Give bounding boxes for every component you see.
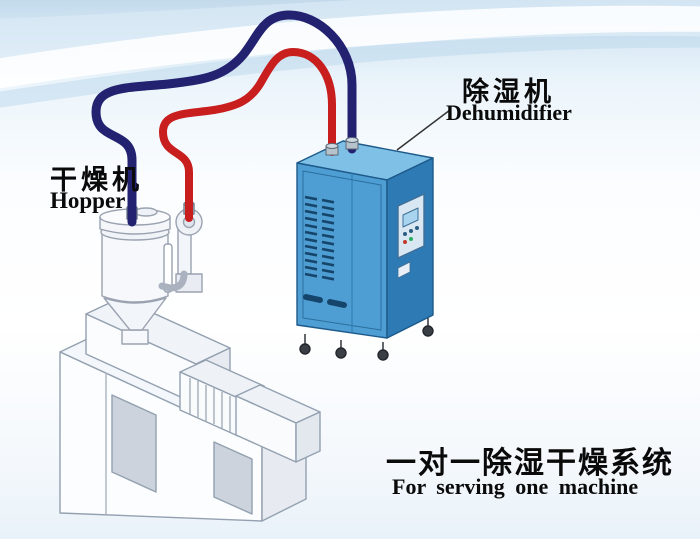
cabinet-front-face: [296, 162, 388, 339]
cabinet-pipe-ports: [325, 137, 359, 156]
die-box-side: [295, 411, 321, 463]
dehumidifier-cabinet: [296, 140, 434, 361]
panel-button-red: [403, 240, 407, 244]
caster-wheel: [422, 325, 434, 337]
cabinet-louver-vents: [304, 195, 335, 281]
barrel-rib-lines: [189, 378, 231, 432]
hopper-mount-box: [121, 329, 149, 345]
control-panel-buttons: [403, 226, 419, 244]
panel-button: [403, 232, 407, 236]
pipe-port-right-top: [345, 137, 359, 143]
panel-button: [409, 229, 413, 233]
machine-door-panel-right: [213, 441, 253, 515]
cabinet-bottom-vent-slot: [303, 294, 323, 303]
dehumidifier-label-cn: 除湿机: [462, 77, 555, 107]
panel-button: [415, 226, 419, 230]
extruder-machine: [59, 297, 321, 522]
cabinet-bottom-vent-slot: [327, 299, 347, 308]
loader-elbow-pipe: [158, 270, 188, 292]
hopper-body: [101, 231, 169, 303]
control-panel-display: [402, 207, 419, 228]
navy-pipe: [91, 10, 357, 227]
dehumidifier-leader-line: [396, 109, 451, 151]
background-swoosh: [0, 0, 700, 108]
caster-wheel: [377, 349, 389, 361]
hopper-label-cn: 干燥机: [50, 165, 143, 195]
control-panel: [397, 193, 425, 259]
connection-pipes: [91, 10, 357, 227]
pipe-port-left-top: [325, 143, 339, 149]
swoosh-band-blue: [0, 31, 700, 108]
caster-wheel: [299, 343, 311, 355]
machine-door-panel-left: [111, 394, 157, 493]
side-label-sticker: [397, 261, 411, 279]
caster-wheel: [335, 347, 347, 359]
panel-button-green: [409, 237, 413, 241]
hopper-label-en: Hopper: [50, 188, 126, 213]
hopper-cone: [103, 297, 167, 331]
cabinet-front-inset-line: [302, 170, 382, 331]
hopper-lid-cap: [134, 207, 158, 217]
red-pipe: [159, 48, 336, 222]
caption-cn: 一对一除湿干燥系统: [386, 447, 674, 480]
dehumidifier-label-en: Dehumidifier: [446, 100, 572, 125]
cabinet-casters: [299, 318, 434, 361]
hopper-sight-tube: [163, 243, 173, 293]
caption-en: For serving one machine: [392, 474, 639, 499]
swoosh-band-white: [0, 5, 700, 89]
